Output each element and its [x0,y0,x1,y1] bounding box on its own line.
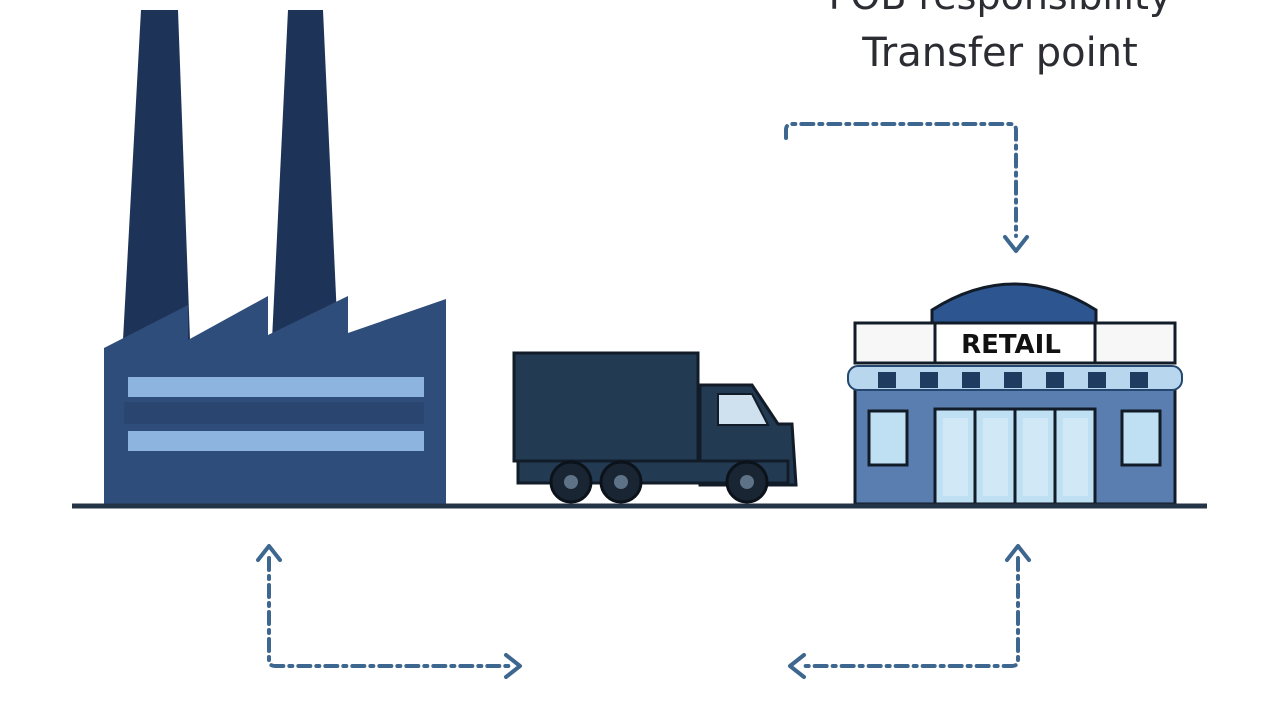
factory-building [104,296,446,505]
left-right-arrowhead [504,653,522,679]
top-arrowhead [1003,235,1029,253]
store-sign-text: RETAIL [961,330,1061,360]
factory-stripe-bottom [128,431,424,451]
factory-stripe-top [128,377,424,397]
right-bottom-arrow [798,556,1020,668]
factory-icon [104,10,446,505]
right-left-arrowhead [788,653,806,679]
store-window-right [1120,409,1162,467]
truck-window [717,393,770,426]
caption-line-2: Transfer point [862,30,1138,76]
store-window-left [867,409,909,467]
right-up-arrowhead [1005,544,1031,562]
factory-chimney-right [272,10,338,340]
truck-icon [512,351,798,504]
retail-store-icon: RETAIL [847,282,1183,506]
factory-stripe-middle [124,402,424,424]
truck-cargo-box [512,351,700,463]
left-up-arrowhead [256,544,282,562]
top-transfer-arrow [784,122,1018,238]
store-dome-roof [930,282,1098,326]
left-bottom-arrow [267,556,514,668]
caption-line-1: FOB responsibility [780,0,1220,18]
store-awning-scallops [878,372,1148,388]
store-sign-panel [933,321,1097,365]
factory-chimney-left [123,10,190,340]
